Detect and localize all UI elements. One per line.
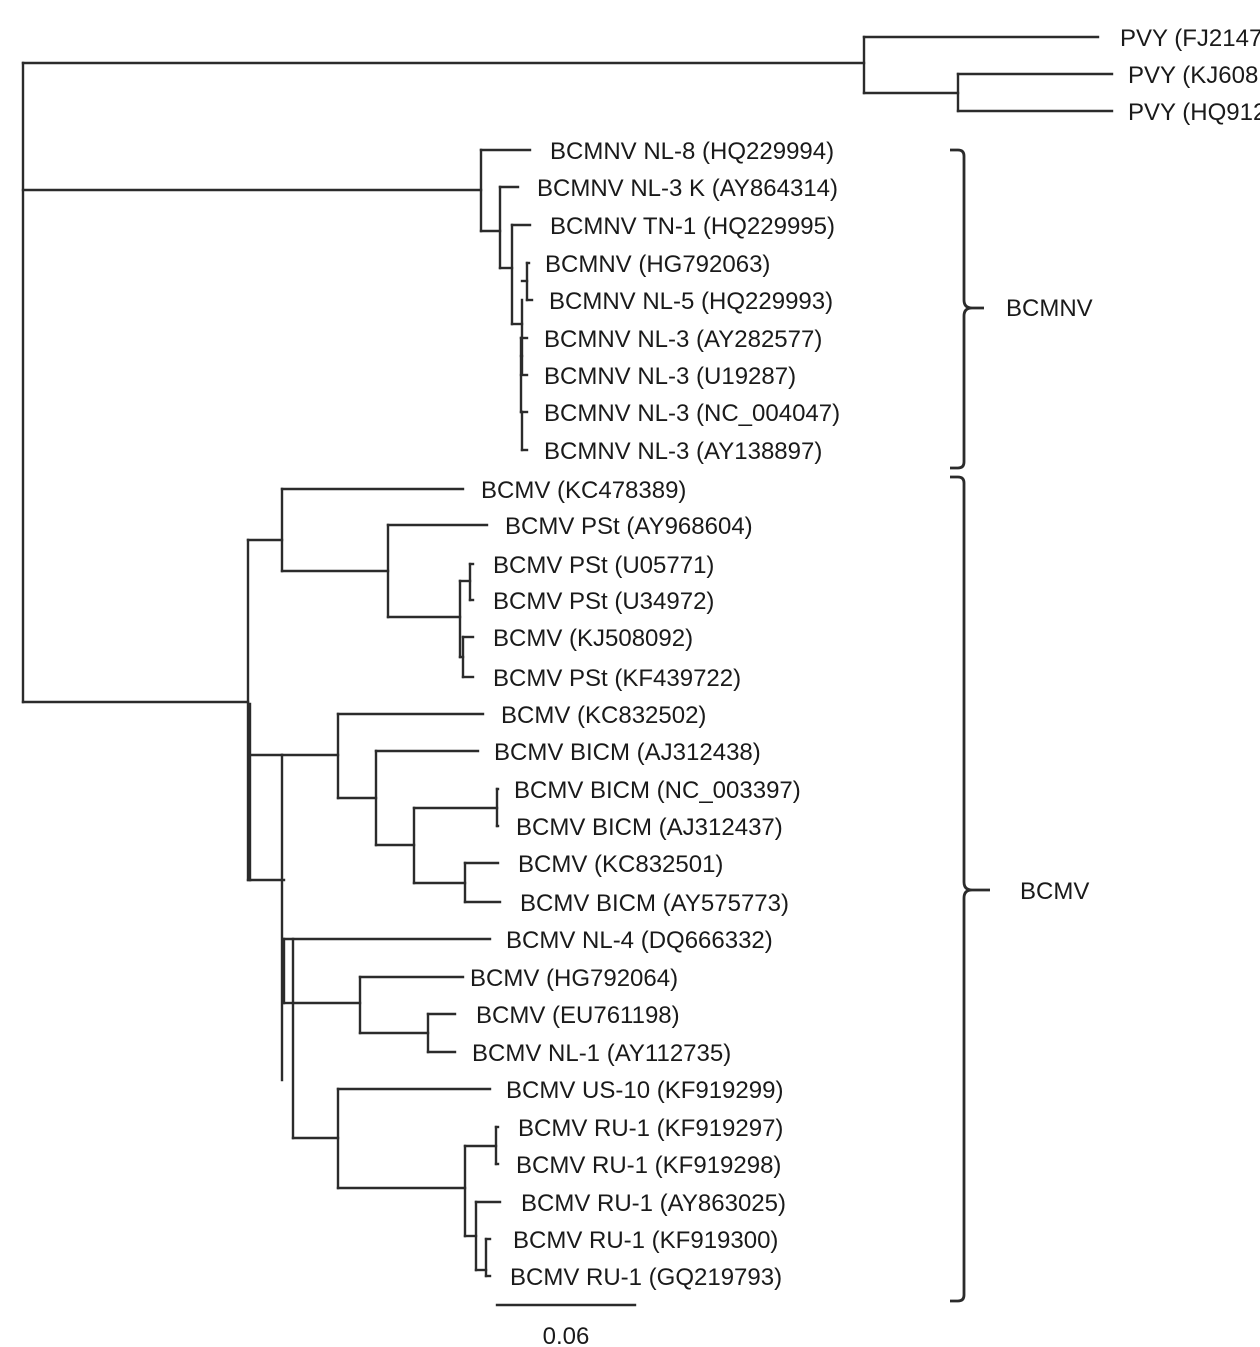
taxon-label: BCMV BICM (AJ312438): [494, 739, 761, 766]
taxon-label: PVY (KJ608180): [1128, 62, 1260, 89]
taxon-label: BCMV PSt (KF439722): [493, 665, 741, 692]
taxon-label: BCMNV NL-3 (NC_004047): [544, 400, 840, 427]
taxon-label: BCMV (KC478389): [481, 477, 686, 504]
taxon-label: BCMV (KJ508092): [493, 625, 693, 652]
taxon-label: BCMNV NL-5 (HQ229993): [549, 288, 833, 315]
taxon-label: PVY (HQ912863): [1128, 99, 1260, 126]
taxon-label: BCMNV NL-3 (AY138897): [544, 438, 822, 465]
taxon-label: BCMV BICM (NC_003397): [514, 777, 801, 804]
taxon-label: BCMV RU-1 (KF919300): [513, 1227, 778, 1254]
taxon-label: BCMNV NL-3 (AY282577): [544, 326, 822, 353]
taxon-label: BCMV RU-1 (KF919298): [516, 1152, 781, 1179]
scale-bar-label: 0.06: [543, 1323, 590, 1347]
taxon-labels: PVY (FJ214726) PVY (KJ608180) PVY (HQ91286…: [470, 25, 1260, 1291]
taxon-label: BCMV (EU761198): [476, 1002, 680, 1029]
taxon-label: BCMV PSt (AY968604): [505, 513, 753, 540]
taxon-label: BCMV BICM (AJ312437): [516, 814, 783, 841]
taxon-label: BCMNV TN-1 (HQ229995): [550, 213, 835, 240]
taxon-label: BCMV PSt (U05771): [493, 552, 714, 579]
clade-label-bcmnv: BCMNV: [1006, 295, 1093, 322]
clade-bracket-bcmv: BCMV: [950, 475, 1089, 1303]
bracket-bcmv-shape: [950, 475, 990, 1303]
taxon-label: PVY (FJ214726): [1120, 25, 1260, 52]
taxon-label: BCMV US-10 (KF919299): [506, 1077, 783, 1104]
taxon-label: BCMNV NL-8 (HQ229994): [550, 138, 834, 165]
tree-branches: [21, 35, 1114, 1278]
taxon-label: BCMV (HG792064): [470, 965, 678, 992]
taxon-label: BCMNV (HG792063): [545, 251, 770, 278]
taxon-label: BCMV PSt (U34972): [493, 588, 714, 615]
clade-label-bcmv: BCMV: [1020, 878, 1089, 905]
taxon-label: BCMNV NL-3 K (AY864314): [537, 175, 838, 202]
taxon-label: BCMV (KC832502): [501, 702, 706, 729]
taxon-label: BCMV NL-4 (DQ666332): [506, 927, 773, 954]
scale-bar: 0.06: [495, 1303, 637, 1347]
taxon-label: BCMNV NL-3 (U19287): [544, 363, 796, 390]
taxon-label: BCMV NL-1 (AY112735): [472, 1040, 731, 1067]
taxon-label: BCMV BICM (AY575773): [520, 890, 789, 917]
clade-bracket-bcmnv: BCMNV: [950, 148, 1093, 470]
taxon-label: BCMV RU-1 (GQ219793): [510, 1264, 782, 1291]
taxon-label: BCMV RU-1 (AY863025): [521, 1190, 786, 1217]
taxon-label: BCMV RU-1 (KF919297): [518, 1115, 783, 1142]
taxon-label: BCMV (KC832501): [518, 851, 723, 878]
bracket-bcmnv-shape: [950, 148, 984, 470]
